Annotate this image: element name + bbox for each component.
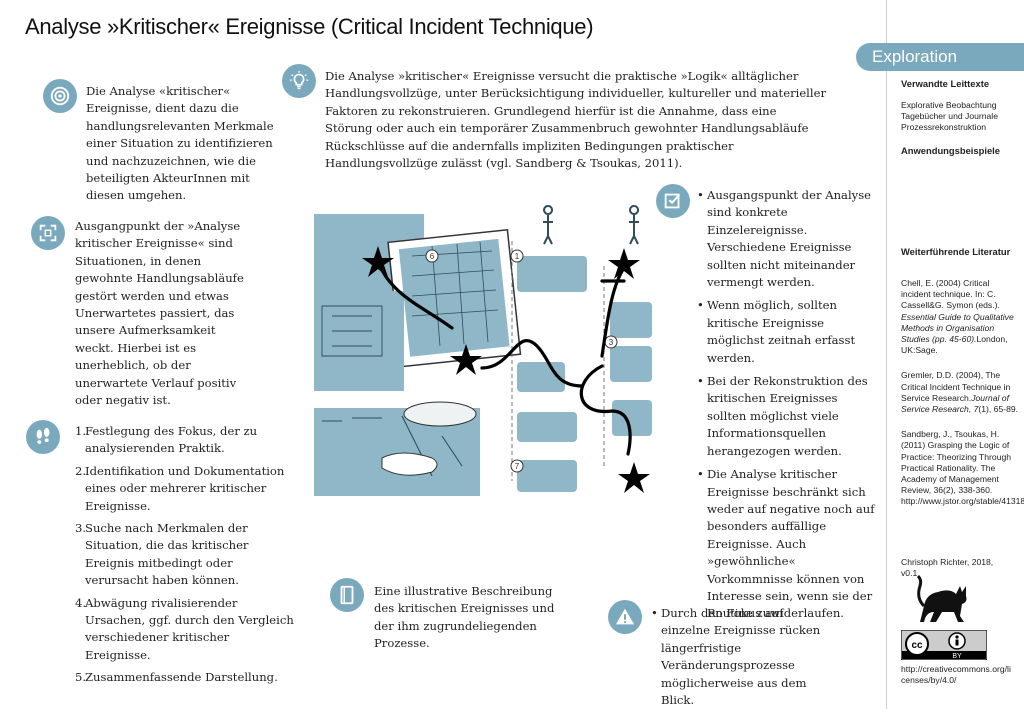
target-icon <box>43 79 77 113</box>
critical-incident-illustration: 1 3 7 6 <box>314 205 652 496</box>
steps-list: 1.Festlegung des Fokus, der zu analysier… <box>75 423 297 692</box>
checklist: Ausgangspunkt der Analyse sind konkrete … <box>697 187 879 629</box>
list-item: 4.Abwägung rivalisierender Ursachen, ggf… <box>75 595 294 662</box>
lightbulb-icon <box>282 64 316 98</box>
step-label: 6 <box>430 252 435 261</box>
license-label: BY <box>952 653 962 660</box>
step-label: 7 <box>515 462 520 471</box>
focus-frame-icon <box>31 216 65 250</box>
list-item: 1.Festlegung des Fokus, der zu analysier… <box>75 424 258 456</box>
list-item: Bei der Rekonstruktion des kritischen Er… <box>697 373 879 460</box>
list-item: 5.Zusammenfassende Darstellung. <box>75 670 278 685</box>
starting-point-text: Ausgangpunkt der »Analyse kritischer Ere… <box>75 219 244 408</box>
step-label: 3 <box>609 338 614 347</box>
examples-heading: Anwendungsbeispiele <box>901 145 1000 156</box>
star-icon <box>450 344 482 375</box>
list-item: Ausgangspunkt der Analyse sind konkrete … <box>697 187 879 291</box>
reference: Sandberg, J., Tsoukas, H. (2011) Graspin… <box>901 429 1024 507</box>
related-item[interactable]: Prozessrekonstruktion <box>901 122 987 133</box>
category-badge: Exploration <box>856 43 1024 71</box>
references: Chell, E. (2004) Critical incident techn… <box>901 278 1024 518</box>
star-icon <box>608 248 640 279</box>
warning-list: Durch den Fokus auf einzelne Ereignisse … <box>651 605 833 715</box>
cc-license-badge[interactable]: cc BY <box>901 630 987 660</box>
related-list: Explorative Beobachtung Tagebücher und J… <box>901 100 1019 134</box>
list-item: Die Analyse kritischer Ereignisse beschr… <box>697 466 879 623</box>
sidebar <box>886 0 1024 709</box>
warning-text: Durch den Fokus auf einzelne Ereignisse … <box>651 605 833 709</box>
intro-text: Die Analyse «kritischer« Ereignisse, die… <box>86 84 274 203</box>
license-link[interactable]: http://creativecommons.org/licenses/by/4… <box>901 664 1011 686</box>
checkbox-icon <box>656 184 690 218</box>
warning-icon <box>608 600 642 634</box>
list-item: Wenn möglich, sollten kritische Ereignis… <box>697 297 879 367</box>
related-item[interactable]: Tagebücher und Journale <box>901 111 998 122</box>
related-heading: Verwandte Leittexte <box>901 78 990 89</box>
page-title: Analyse »Kritischer« Ereignisse (Critica… <box>25 14 594 39</box>
footprints-icon <box>26 420 60 454</box>
step-label: 1 <box>515 252 520 261</box>
star-icon <box>618 462 650 493</box>
notebook-icon <box>330 578 364 612</box>
reference: Chell, E. (2004) Critical incident techn… <box>901 278 1014 356</box>
star-icon <box>362 246 394 277</box>
black-cat-icon <box>916 574 967 622</box>
svg-text:cc: cc <box>911 640 923 651</box>
related-item[interactable]: Explorative Beobachtung <box>901 100 997 110</box>
list-item: 3.Suche nach Merkmalen der Situation, di… <box>75 521 249 588</box>
literature-heading: Weiterführende Literatur <box>901 246 1011 257</box>
logic-text: Die Analyse »kritischer« Ereignisse vers… <box>325 69 826 171</box>
author-version: Christoph Richter, 2018, v0.1 <box>901 557 994 579</box>
result-text: Eine illustrative Beschreibung des kriti… <box>374 584 555 651</box>
reference: Gremler, D.D. (2004), The Critical Incid… <box>901 370 1019 415</box>
list-item: 2.Identifikation und Dokumentation eines… <box>75 463 285 513</box>
